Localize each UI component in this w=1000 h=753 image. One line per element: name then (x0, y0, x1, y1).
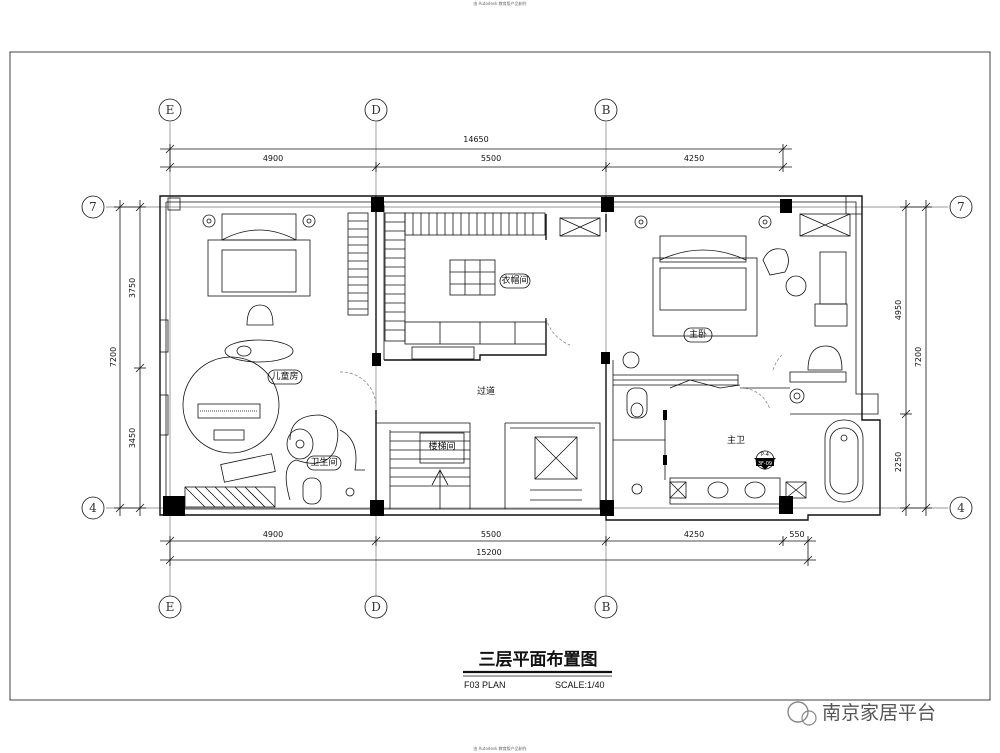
dim-left-1: 3750 (128, 278, 137, 298)
dim-bottom-3: 4250 (684, 530, 704, 539)
axis-label-4-left: 4 (89, 501, 97, 515)
axis-label-e-bottom: E (166, 600, 175, 614)
master-label-group: 主卧 (683, 327, 713, 343)
dim-top-2: 5500 (481, 154, 501, 163)
kids-label-group: 儿童房 (267, 369, 303, 385)
dim-right-total: 7200 (914, 347, 923, 367)
axis-label-d-bottom: D (371, 600, 381, 614)
drawing-title: 三层平面布置图 (479, 649, 598, 670)
dim-top-total: 14650 (463, 135, 488, 144)
axis-label-e-top: E (166, 103, 175, 117)
room-label-master: 主卧 (689, 328, 707, 340)
axis-label-7-left: 7 (89, 200, 97, 214)
master-bath-fixtures (613, 379, 864, 505)
dim-left-2: 3450 (128, 428, 137, 448)
dim-bottom-total: 15200 (476, 548, 501, 557)
axis-label-d-top: D (371, 103, 381, 117)
stair-fixtures (390, 431, 470, 509)
dim-left-total: 7200 (109, 347, 118, 367)
sheet-border (9, 51, 991, 701)
wardrobe-label-group: 衣帽间 (499, 273, 531, 289)
detail-tag-bottom: 3F-09 (758, 461, 772, 467)
dim-top-3: 4250 (684, 154, 704, 163)
dim-right-1: 4950 (894, 300, 903, 320)
dim-bottom-4: 550 (789, 530, 804, 539)
watermark-text: 南京家居平台 (822, 702, 936, 724)
corridor-fixtures (339, 371, 377, 406)
room-label-stair: 楼梯间 (428, 440, 455, 452)
kids-room-fixtures (159, 197, 316, 508)
kids-bath-fixtures (285, 414, 365, 505)
axis-lines (106, 122, 948, 596)
header-stamp: 由 Autodesk 教育版产品制作 (473, 0, 526, 6)
footer-stamp: 由 Autodesk 教育版产品制作 (473, 745, 526, 751)
detail-tag-top: P-4 (761, 452, 769, 458)
dim-right-2: 2250 (894, 452, 903, 472)
dimension-lines-left (114, 200, 146, 516)
room-label-wardrobe: 衣帽间 (501, 274, 528, 286)
axis-label-4-right: 4 (957, 501, 965, 515)
axis-label-7-right: 7 (957, 200, 965, 214)
room-label-master-bath: 主卫 (727, 434, 745, 446)
dimension-lines-bottom (160, 536, 816, 566)
axis-label-b-bottom: B (602, 600, 611, 614)
dim-bottom-2: 5500 (481, 530, 501, 539)
structural-columns (163, 197, 793, 516)
drawing-scale: SCALE:1/40 (555, 680, 605, 690)
room-label-corridor: 过道 (477, 385, 495, 397)
interior-walls (375, 196, 739, 515)
exterior-walls (159, 195, 881, 521)
plan-code: F03 PLAN (464, 680, 506, 690)
axis-label-b-top: B (602, 103, 611, 117)
dim-top-1: 4900 (263, 154, 283, 163)
watermark: 南京家居平台 (787, 701, 936, 726)
wardrobe-fixtures (347, 212, 571, 360)
elevator-shaft (530, 436, 582, 501)
dimension-lines-right (900, 200, 932, 516)
master-bedroom-fixtures (559, 213, 851, 404)
axis-bubbles: E D B E D B 7 7 4 4 (81, 98, 973, 619)
dimension-lines-top (160, 144, 792, 172)
bath-label-group: 卫生间 (306, 455, 342, 471)
room-label-bathroom: 卫生间 (310, 456, 337, 468)
title-block: 三层平面布置图 F03 PLAN SCALE:1/40 (463, 649, 612, 690)
dim-bottom-1: 4900 (263, 530, 283, 539)
detail-tag: P-4 3F-09 (754, 450, 776, 470)
room-label-kids: 儿童房 (271, 370, 298, 382)
